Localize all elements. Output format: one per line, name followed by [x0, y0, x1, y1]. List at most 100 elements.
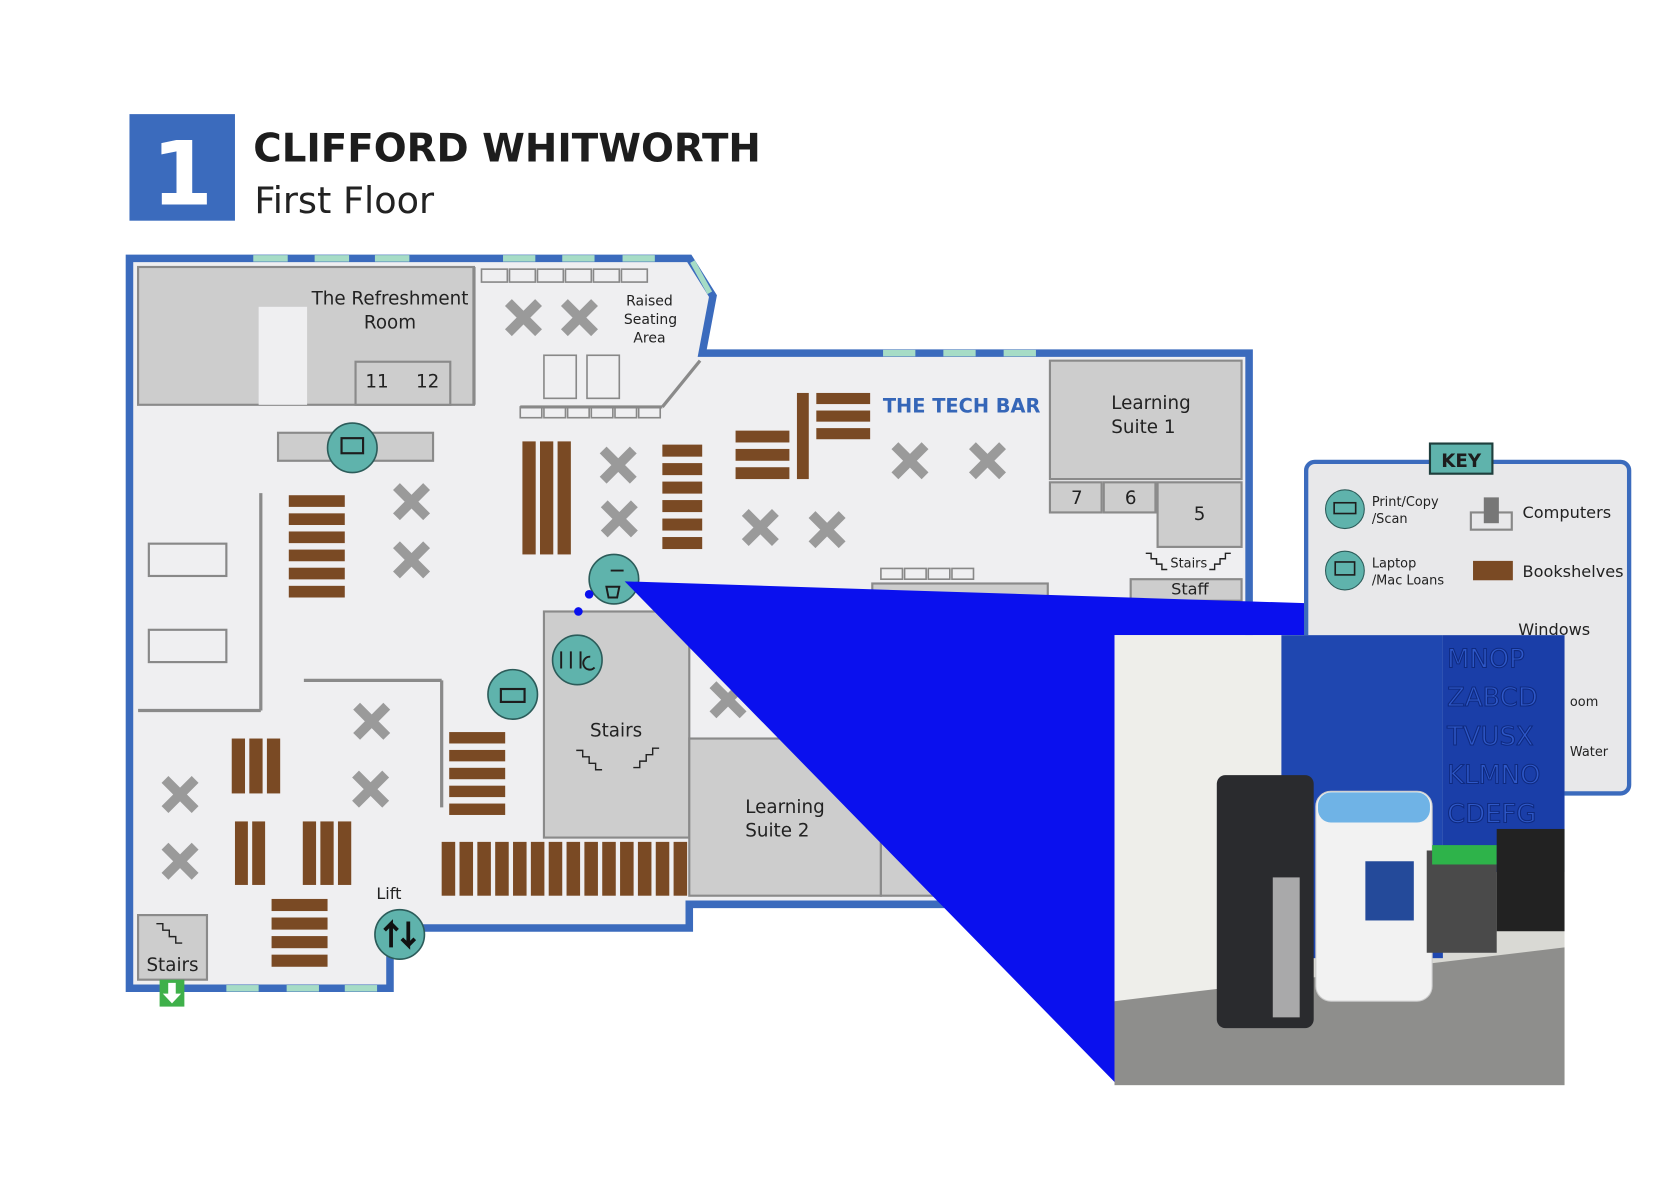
computer-desk: [480, 268, 509, 283]
table-seating: [161, 776, 199, 814]
building-title: CLIFFORD WHITWORTH: [253, 126, 761, 171]
bookshelf: [449, 749, 506, 762]
printer-icon: [499, 687, 526, 704]
bookshelf: [449, 732, 506, 744]
computer-desk: [590, 406, 614, 419]
stairs-icon: [156, 922, 183, 944]
room: [1048, 481, 1103, 514]
computer-desk: [880, 567, 904, 581]
computer-desk: [564, 268, 593, 283]
bookshelf: [735, 448, 790, 461]
bookshelf: [266, 738, 281, 794]
window: [344, 985, 378, 992]
bookshelf: [271, 898, 328, 912]
bookshelf: [620, 841, 634, 896]
room: [1048, 359, 1243, 481]
key-label-print: Print/Copy/Scan: [1372, 495, 1439, 527]
bookshelf: [337, 821, 352, 885]
water-icon: [588, 553, 640, 605]
room-6-label: 6: [1125, 488, 1137, 509]
exit-arrow: [159, 979, 185, 1007]
computer-desk: [927, 567, 951, 581]
table-seating: [161, 842, 199, 880]
bookshelf: [288, 585, 345, 598]
printer-icon: [487, 668, 539, 720]
bookshelf: [637, 841, 652, 896]
computer-desk: [620, 268, 649, 283]
bookshelf: [796, 392, 809, 480]
computer-desk: [508, 268, 537, 283]
bookshelf: [231, 738, 246, 794]
bookshelf: [288, 513, 345, 526]
bookshelf: [288, 567, 345, 580]
window: [253, 255, 288, 262]
table-seating: [600, 500, 638, 538]
window: [374, 255, 410, 262]
computer-desk: [586, 354, 621, 400]
bookshelf: [566, 841, 581, 896]
bookshelf: [495, 841, 509, 896]
bookshelf: [655, 841, 670, 896]
key-label-water: Water: [1570, 745, 1609, 760]
table-seating: [599, 446, 637, 484]
bookshelf: [271, 936, 328, 949]
computer-desk: [543, 354, 578, 400]
computer-desk: [951, 567, 975, 581]
room: [1102, 481, 1157, 514]
computer-desk: [536, 268, 565, 283]
bookshelf: [816, 392, 871, 405]
stairs-icon: [576, 747, 660, 771]
bookshelf: [522, 441, 536, 555]
key-label-bookshelves: Bookshelves: [1523, 562, 1624, 581]
lift-icon: [374, 908, 426, 961]
table-seating: [741, 509, 779, 547]
floor-number-badge: [129, 114, 235, 221]
window: [562, 255, 595, 262]
laptop-icon: [340, 437, 365, 455]
bookshelf: [271, 954, 328, 967]
header: 1 CLIFFORD WHITWORTH First Floor: [129, 114, 761, 226]
table-seating: [504, 299, 542, 337]
key-title: KEY: [1441, 451, 1482, 472]
printer-icon: [1324, 489, 1365, 530]
window: [286, 985, 319, 992]
bookshelf: [513, 841, 527, 896]
key-label-laptop: Laptop/Mac Loans: [1372, 556, 1445, 588]
bookshelf: [662, 444, 703, 457]
table-seating: [393, 541, 431, 579]
bookshelf: [271, 917, 328, 930]
lift-label: Lift: [376, 884, 401, 903]
window: [622, 255, 655, 262]
stairs-right-label: Stairs: [1170, 556, 1207, 571]
bookshelf: [548, 841, 563, 896]
bookshelf: [602, 841, 616, 896]
photo-callout-highlight: [624, 581, 1565, 1082]
bookshelves: [231, 392, 871, 967]
bookshelf: [449, 767, 506, 780]
bookshelf: [252, 821, 266, 885]
computer-icon: [1469, 497, 1513, 531]
service-icons: [326, 422, 640, 961]
computer-desk: [519, 406, 543, 419]
bookshelf: [449, 785, 506, 798]
computer-desk: [903, 567, 927, 581]
window: [1003, 349, 1036, 357]
bookshelf: [673, 841, 688, 896]
corridor: [258, 306, 308, 405]
bookshelf: [662, 518, 703, 531]
stairs-icon: [1145, 552, 1231, 571]
table-seating: [968, 442, 1006, 480]
bookshelf: [662, 481, 703, 494]
stairs-center-label: Stairs: [590, 720, 642, 741]
table-seating: [352, 770, 390, 808]
bookshelf: [302, 821, 317, 885]
bookshelf: [288, 549, 345, 562]
room-5-label: 5: [1194, 504, 1206, 525]
window: [503, 255, 536, 262]
bookshelf: [735, 467, 790, 480]
table-seating: [353, 702, 391, 740]
water-icon: [605, 569, 624, 599]
